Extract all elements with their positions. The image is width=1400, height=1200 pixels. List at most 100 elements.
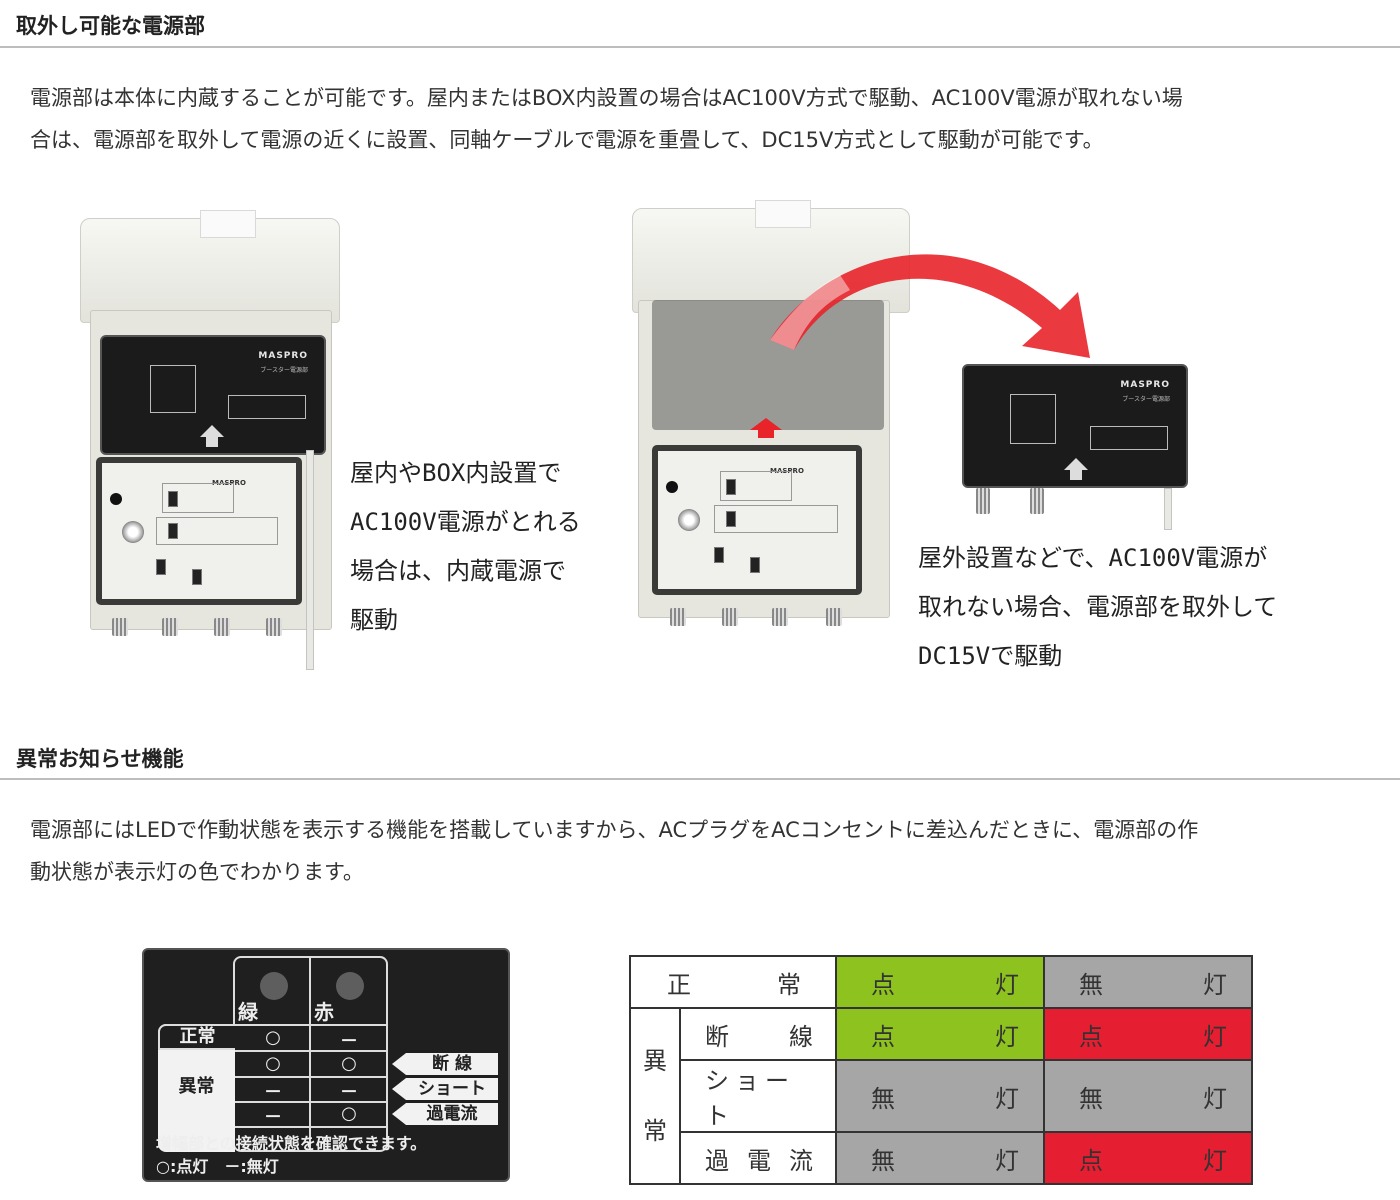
switch: [156, 559, 166, 575]
up-arrow-icon: [750, 418, 782, 430]
caption-line: 場合は、内蔵電源で: [350, 557, 566, 585]
up-arrow-icon-body: [758, 430, 774, 438]
column-label-red: 赤: [314, 1000, 334, 1024]
cell-green-off: 無灯: [835, 1059, 1045, 1133]
coax-connector: [826, 608, 842, 626]
booster-with-psu-removed-image: MASPRO: [630, 200, 910, 640]
caption-removed-psu: 屋外設置などで、AC100V電源が 取れない場合、電源部を取外して DC15Vで…: [918, 534, 1277, 681]
caption-line: 取れない場合、電源部を取外して: [918, 593, 1278, 621]
power-led: [666, 481, 678, 493]
tag-pointer-icon: [392, 1078, 406, 1100]
gain-knob: [678, 509, 700, 531]
led-mark: ○: [341, 1053, 357, 1074]
row-label-abnormal: 異 常: [629, 1007, 681, 1185]
curved-red-arrow-icon: [770, 254, 1090, 358]
section-paragraph: 電源部は本体に内蔵することが可能です。屋内またはBOX内設置の場合はAC100V…: [30, 77, 1380, 161]
led-mark: ○: [265, 1053, 281, 1074]
cell-red-on: 点灯: [1043, 1007, 1253, 1061]
arrow-icon-body: [206, 437, 218, 447]
led-indicator-label: 緑 赤 正常 異常 ○ － ○ ○ － － － ○ 断 線 ショート 過電流 増…: [142, 948, 510, 1182]
caption-line: 屋外設置などで、AC100V電源が: [918, 544, 1268, 572]
brand-logo: MASPRO: [1120, 380, 1170, 390]
led-mark: ○: [341, 1103, 357, 1124]
row-label-short: ショート: [679, 1059, 837, 1133]
led-mark: －: [340, 1031, 358, 1052]
spec-box: [228, 395, 306, 419]
caption-line: 屋内やBOX内設置で: [350, 459, 562, 487]
lid-latch: [200, 210, 256, 238]
label-legend: ○:点灯 －:無灯: [156, 1157, 279, 1176]
arrow-icon: [200, 425, 224, 437]
setting-box: [162, 483, 234, 513]
coax-connector: [772, 608, 788, 626]
led-mark: －: [264, 1082, 282, 1103]
row-line: [235, 1126, 388, 1128]
led-status-table: 正常 点灯 無灯 異 常 断線 点灯 点灯 ショート 無灯 無灯 過電流 無灯 …: [629, 955, 1253, 1185]
led-mark: ○: [265, 1027, 281, 1048]
setting-box: [156, 517, 278, 545]
led-chart-mini: [1010, 394, 1056, 444]
tag-pointer-icon: [392, 1053, 406, 1075]
cell-green-on: 点灯: [835, 1007, 1045, 1061]
tag-overcurrent: 過電流: [406, 1103, 498, 1125]
column-separator: [309, 958, 311, 1150]
switch: [714, 547, 724, 563]
coax-connector: [266, 618, 282, 636]
switch: [192, 569, 202, 585]
amplifier-unit: MASPRO: [96, 457, 302, 605]
paragraph-line: 合は、電源部を取外して電源の近くに設置、同軸ケーブルで電源を重畳して、DC15V…: [30, 128, 1104, 152]
cell-red-on: 点灯: [1043, 1131, 1253, 1185]
caption-line: 駆動: [350, 606, 398, 634]
section-title-removable-psu: 取外し可能な電源部: [16, 14, 205, 38]
row-line: [235, 1076, 388, 1078]
section-paragraph: 電源部にはLEDで作動状態を表示する機能を搭載していますから、ACプラグをACコ…: [30, 809, 1380, 893]
led-chart-mini: [150, 365, 196, 413]
label-footer: 増幅部との接続状態を確認できます。: [156, 1134, 427, 1153]
section-divider: [0, 46, 1400, 48]
row-label-normal: 正常: [158, 1024, 235, 1050]
amplifier-unit: MASPRO: [652, 445, 862, 595]
caption-line: AC100V電源がとれる: [350, 508, 581, 536]
spec-box: [1090, 426, 1168, 450]
coax-connector: [112, 618, 128, 636]
lid-latch: [755, 200, 811, 228]
cell-red-off: 無灯: [1043, 955, 1253, 1009]
switch: [726, 511, 736, 527]
switch: [726, 479, 736, 495]
arrow-icon-body: [1070, 470, 1082, 480]
coax-connector: [1030, 488, 1044, 514]
caption-line: DC15Vで駆動: [918, 642, 1063, 670]
cell-green-on: 点灯: [835, 955, 1045, 1009]
tag-short: ショート: [406, 1078, 498, 1100]
paragraph-line: 電源部は本体に内蔵することが可能です。屋内またはBOX内設置の場合はAC100V…: [30, 86, 1183, 110]
green-led-icon: [260, 972, 288, 1000]
row-label-overcurrent: 過電流: [679, 1131, 837, 1185]
detached-psu-unit: MASPRO ブースター電源部: [962, 364, 1188, 488]
coax-connector: [722, 608, 738, 626]
row-line: [235, 1024, 388, 1026]
row-label-abnormal: 異常: [178, 1076, 215, 1097]
caption-internal-psu: 屋内やBOX内設置で AC100V電源がとれる 場合は、内蔵電源で 駆動: [350, 449, 581, 645]
led-mark: －: [340, 1082, 358, 1103]
cell-green-off: 無灯: [835, 1131, 1045, 1185]
coax-connector: [214, 618, 230, 636]
psu-label: ブースター電源部: [1122, 396, 1170, 403]
switch: [168, 491, 178, 507]
coax-connector: [162, 618, 178, 636]
power-cable: [306, 450, 314, 670]
row-label-disconnection: 断線: [679, 1007, 837, 1061]
row-label-normal: 正常: [629, 955, 837, 1009]
arrow-icon: [1064, 458, 1088, 470]
booster-with-internal-psu-image: MASPRO ブースター電源部 MASPRO: [70, 210, 340, 670]
section-title-error-notification: 異常お知らせ機能: [16, 747, 184, 771]
psu-label: ブースター電源部: [260, 367, 308, 374]
cell-red-off: 無灯: [1043, 1059, 1253, 1133]
table-row: ショート 無灯 無灯: [630, 1059, 1253, 1133]
power-led: [110, 493, 122, 505]
power-cable: [1164, 488, 1172, 530]
setting-box: [714, 505, 838, 533]
ghost-psu: [652, 300, 884, 430]
red-led-icon: [336, 972, 364, 1000]
row-line: [235, 1050, 388, 1052]
table-row: 正常 点灯 無灯: [629, 955, 1253, 1009]
